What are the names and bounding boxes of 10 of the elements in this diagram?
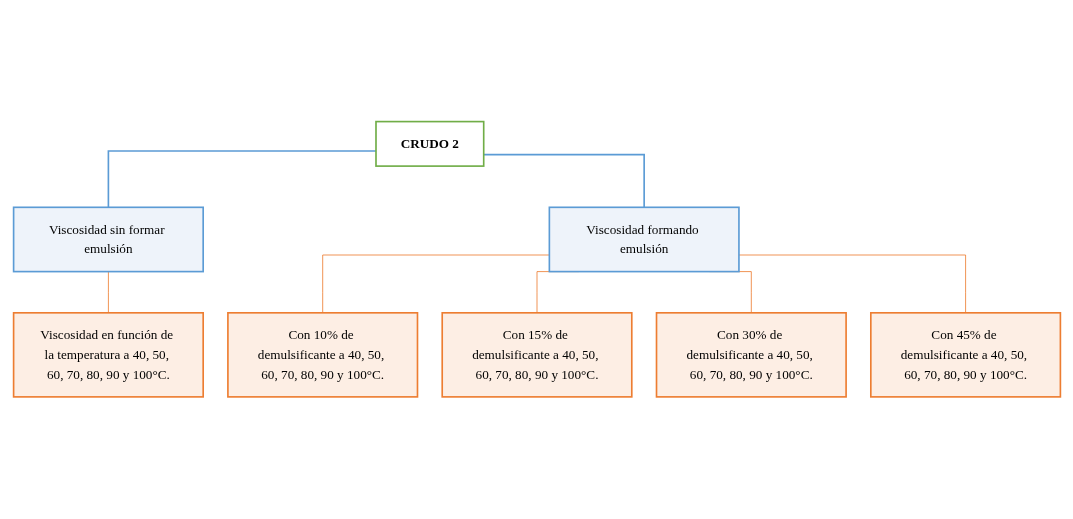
- connector: [107, 271, 109, 314]
- node-box: Viscosidad en función de la temperatura a 40, 50, 60, 70, 80, 90 y 100°C.: [12, 312, 204, 398]
- node-box: Viscosidad formando emulsión: [548, 206, 740, 273]
- node-box: Con 10% de demulsificante a 40, 50, 60, 70, 80, 90 y 100°C.: [226, 312, 418, 398]
- node-box: CRUDO 2: [374, 121, 485, 168]
- node-box: Con 30% de demulsificante a 40, 50, 60, 70, 80, 90 y 100°C.: [655, 312, 847, 398]
- node-box: Viscosidad sin formar emulsión: [12, 206, 204, 273]
- node-box: Con 45% de demulsificante a 40, 50, 60, 70, 80, 90 y 100°C.: [869, 312, 1061, 398]
- connector: [738, 254, 966, 314]
- node-box: Con 15% de demulsificante a 40, 50, 60, 70, 80, 90 y 100°C.: [440, 312, 633, 398]
